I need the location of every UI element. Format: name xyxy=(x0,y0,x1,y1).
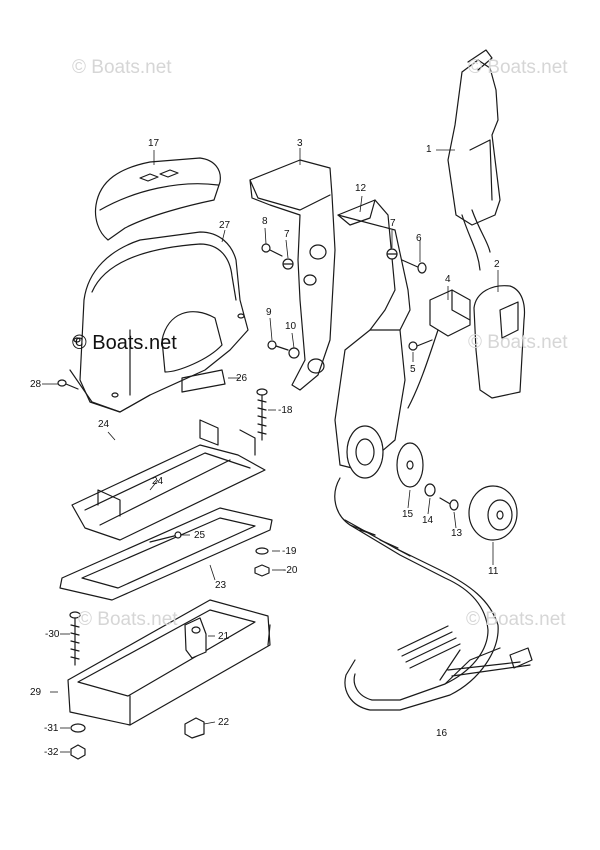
callout-12: 12 xyxy=(355,183,367,194)
part-29-base-box[interactable] xyxy=(67,599,271,726)
callout-31: -31 xyxy=(44,723,59,734)
part-28-screw[interactable] xyxy=(57,379,79,390)
callout-3: 3 xyxy=(297,138,303,149)
part-26-insert xyxy=(181,369,226,393)
callout-6: 6 xyxy=(416,233,422,244)
callout-8: 8 xyxy=(262,216,268,227)
callout-22: 22 xyxy=(218,717,230,728)
callout-14: 14 xyxy=(422,515,434,526)
callout-28: 28 xyxy=(30,379,42,390)
callout-32: -32 xyxy=(44,747,59,758)
part-9-screw[interactable] xyxy=(267,340,289,351)
callout-23: 23 xyxy=(215,580,227,591)
watermark-bottom-right: © Boats.net xyxy=(466,609,566,630)
part-18-screw[interactable] xyxy=(256,388,268,441)
part-27-housing-cover[interactable] xyxy=(69,231,249,413)
part-11-cap[interactable] xyxy=(468,485,518,541)
part-7-washer-b[interactable] xyxy=(386,248,398,260)
part-3-lever-handle[interactable] xyxy=(249,159,336,391)
part-16-wiring-harness[interactable] xyxy=(334,477,533,711)
callout-27: 27 xyxy=(219,220,231,231)
watermark-bottom-center: © Boats.net xyxy=(78,609,178,630)
callout-15: 15 xyxy=(402,509,414,520)
watermark-mid-right: © Boats.net xyxy=(468,332,568,353)
callout-30: -30 xyxy=(45,629,60,640)
watermark-top-left: © Boats.net xyxy=(72,57,172,78)
part-19-washer[interactable] xyxy=(255,547,269,555)
callout-19: -19 xyxy=(282,546,297,557)
part-4-switch[interactable] xyxy=(407,289,471,409)
part-1-remote-control-assembly[interactable] xyxy=(447,49,501,271)
callout-13: 13 xyxy=(451,528,463,539)
callout-24b: 24 xyxy=(152,476,164,487)
part-2-grip-cover[interactable] xyxy=(473,285,526,399)
part-21-clip[interactable] xyxy=(184,617,207,659)
callout-4: 4 xyxy=(445,274,451,285)
part-31-washer[interactable] xyxy=(70,723,86,733)
part-14-washer[interactable] xyxy=(424,483,436,497)
callout-17: 17 xyxy=(148,138,160,149)
part-13-screw[interactable] xyxy=(439,497,459,511)
callout-24a: 24 xyxy=(98,419,110,430)
part-20-nut[interactable] xyxy=(254,564,270,577)
part-7-washer-a[interactable] xyxy=(282,258,294,270)
part-10-washer[interactable] xyxy=(288,347,300,359)
callout-25: 25 xyxy=(194,530,206,541)
part-8-screw[interactable] xyxy=(261,243,283,257)
part-22-clip[interactable] xyxy=(184,717,205,739)
callout-18: -18 xyxy=(278,405,293,416)
callout-21: 21 xyxy=(218,631,230,642)
callout-1: 1 xyxy=(426,144,432,155)
part-6-bolt[interactable] xyxy=(401,259,427,274)
watermark-top-right: © Boats.net xyxy=(468,57,568,78)
part-30-screw[interactable] xyxy=(69,611,81,666)
callout-11: 11 xyxy=(488,566,499,577)
watermark-center: © Boats.net xyxy=(72,332,177,354)
callout-9: 9 xyxy=(266,307,272,318)
leader-lines xyxy=(42,148,499,753)
callout-26: 26 xyxy=(236,373,248,384)
callout-20: -20 xyxy=(283,565,298,576)
part-17-top-cap[interactable] xyxy=(94,157,221,241)
callout-10: 10 xyxy=(285,321,297,332)
callout-7b: 7 xyxy=(390,218,396,229)
part-15-disc[interactable] xyxy=(396,442,424,488)
part-5-screw[interactable] xyxy=(408,339,433,351)
part-12-control-body[interactable] xyxy=(334,199,411,479)
callout-5: 5 xyxy=(410,364,416,375)
callout-16: 16 xyxy=(436,728,448,739)
part-32-nut[interactable] xyxy=(70,744,86,760)
callout-29: 29 xyxy=(30,687,42,698)
callout-2: 2 xyxy=(494,259,500,270)
callout-7a: 7 xyxy=(284,229,290,240)
part-24-bracket[interactable] xyxy=(71,419,266,541)
part-23-plate[interactable] xyxy=(59,507,273,601)
